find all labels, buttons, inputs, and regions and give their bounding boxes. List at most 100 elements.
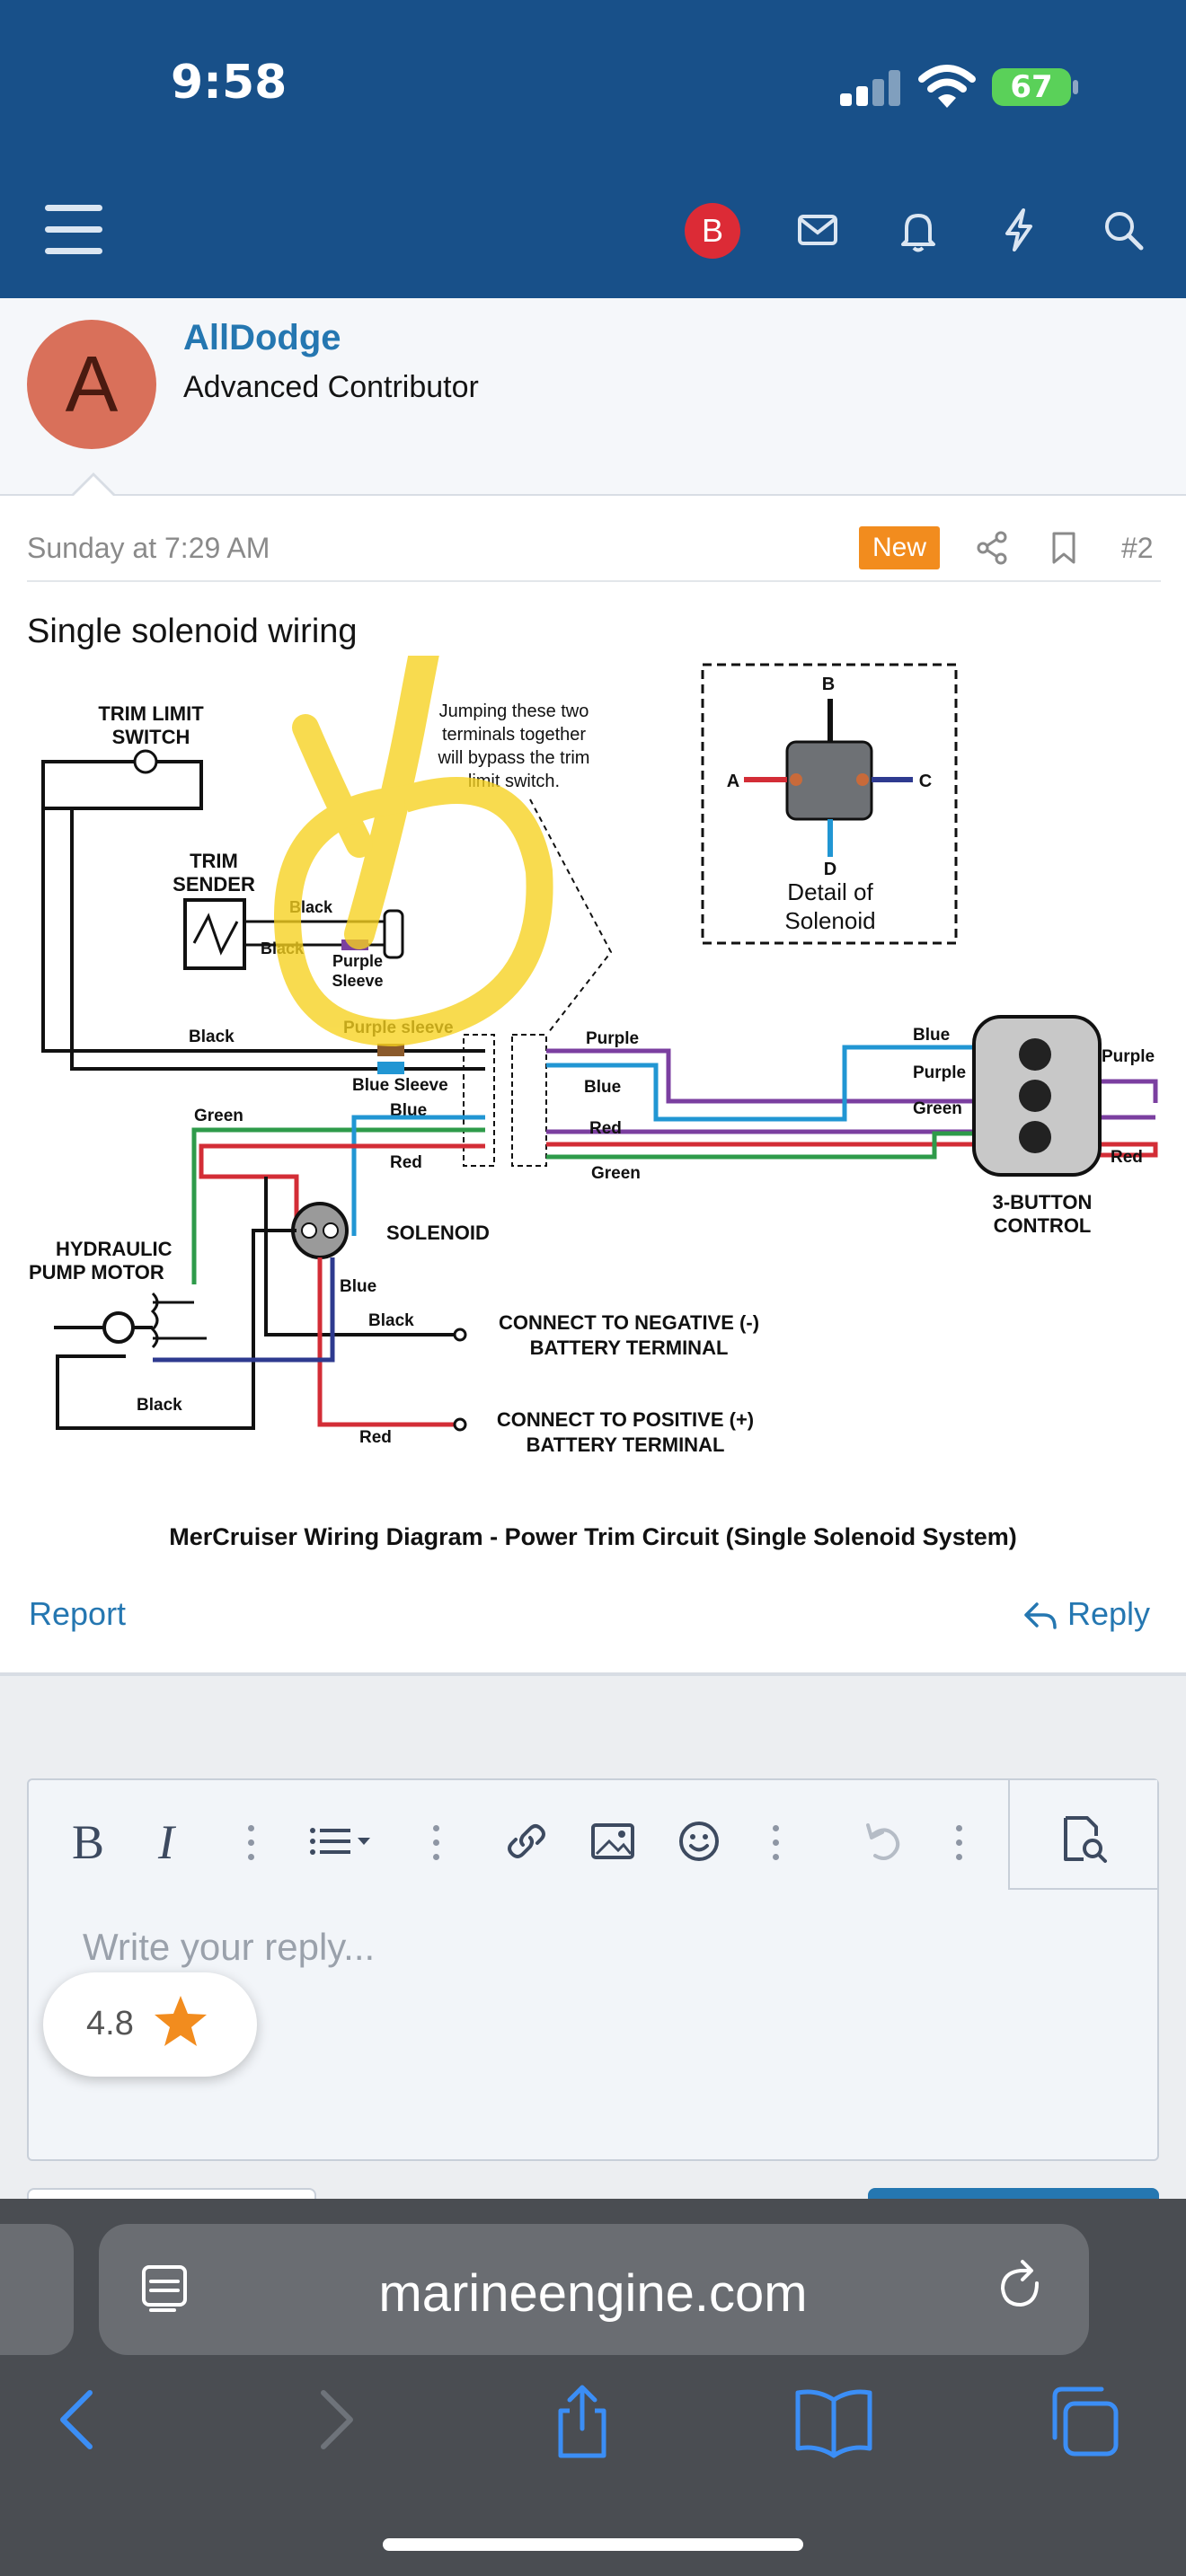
diagram-label: Green <box>194 1107 243 1125</box>
italic-button[interactable]: I <box>158 1815 174 1869</box>
diagram-label: Detail of <box>787 878 873 905</box>
signal-icon <box>840 70 901 106</box>
author-title: Advanced Contributor <box>183 370 479 404</box>
reader-mode-icon[interactable] <box>137 2258 196 2321</box>
preview-icon <box>1064 1816 1107 1863</box>
post-author-block: A AllDodge Advanced Contributor <box>0 298 1186 496</box>
diagram-label: terminals together <box>442 725 586 745</box>
rating-value: 4.8 <box>86 2005 134 2042</box>
wifi-icon <box>918 65 976 108</box>
meta-divider <box>27 580 1161 582</box>
diagram-label: 3-BUTTON <box>993 1191 1093 1213</box>
back-icon[interactable] <box>34 2380 120 2461</box>
reply-link[interactable]: Reply <box>1067 1595 1151 1632</box>
author-avatar[interactable]: A <box>27 320 156 449</box>
diagram-label: HYDRAULIC <box>56 1238 173 1260</box>
diagram-label: A <box>727 772 739 791</box>
author-pointer-inner <box>73 476 114 497</box>
diagram-label: Red <box>589 1119 622 1138</box>
bold-button[interactable]: B <box>72 1815 105 1869</box>
diagram-label: Red <box>359 1428 392 1447</box>
diagram-label: CONNECT TO POSITIVE (+) <box>497 1408 754 1431</box>
diagram-label: Green <box>913 1099 962 1118</box>
share-icon[interactable] <box>972 528 1012 568</box>
diagram-label: SWITCH <box>112 726 190 748</box>
image-icon[interactable] <box>586 1814 640 1868</box>
address-bar[interactable] <box>99 2224 1089 2355</box>
diagram-label: Purple <box>332 952 383 970</box>
diagram-label: will bypass the trim <box>438 748 590 768</box>
post-body-text: Single solenoid wiring <box>27 613 358 650</box>
bookmarks-icon[interactable] <box>791 2380 877 2461</box>
diagram-label: BATTERY TERMINAL <box>530 1337 729 1359</box>
menu-icon[interactable] <box>45 205 102 255</box>
report-link[interactable]: Report <box>29 1595 127 1632</box>
star-icon <box>155 1996 207 2046</box>
more-options-icon[interactable] <box>954 1823 963 1863</box>
diagram-label: Blue <box>584 1078 621 1097</box>
battery-cap <box>1073 80 1078 94</box>
more-options-icon[interactable] <box>771 1823 780 1863</box>
diagram-label: Purple <box>913 1063 966 1082</box>
rating-badge[interactable]: 4.8 <box>43 1972 257 2077</box>
diagram-label: Red <box>1111 1148 1143 1167</box>
preview-button[interactable] <box>1008 1780 1157 1890</box>
annotation-scribble <box>273 656 553 1047</box>
diagram-label: Green <box>591 1164 641 1183</box>
diagram-label: Black <box>137 1396 182 1415</box>
diagram-label: CONTROL <box>994 1214 1092 1237</box>
url-text[interactable]: marineengine.com <box>378 2264 808 2323</box>
diagram-label: B <box>822 675 835 694</box>
more-options-icon[interactable] <box>246 1823 255 1863</box>
diagram-label: Blue <box>913 1026 950 1045</box>
home-indicator <box>383 2538 803 2551</box>
diagram-label: SENDER <box>173 873 255 895</box>
diagram-label: BATTERY TERMINAL <box>527 1434 725 1456</box>
diagram-label: Black <box>368 1311 414 1330</box>
diagram-label: Purple <box>1102 1047 1155 1066</box>
diagram-caption: MerCruiser Wiring Diagram - Power Trim C… <box>169 1523 1016 1550</box>
more-options-icon[interactable] <box>431 1823 440 1863</box>
diagram-label: Purple <box>586 1029 639 1048</box>
diagram-label: Black <box>189 1028 235 1046</box>
forward-icon <box>321 2390 353 2449</box>
undo-icon[interactable] <box>855 1814 909 1868</box>
wiring-diagram-image[interactable]: TRIM LIMIT SWITCH Jumping these two term… <box>18 656 1168 1554</box>
diagram-label: CONNECT TO NEGATIVE (-) <box>499 1311 759 1334</box>
status-time: 9:58 <box>171 56 288 110</box>
reply-icon[interactable] <box>1022 1599 1058 1633</box>
diagram-label: TRIM <box>190 850 238 872</box>
link-icon[interactable] <box>500 1814 553 1868</box>
diagram-label: SOLENOID <box>386 1222 490 1244</box>
bell-icon[interactable] <box>891 203 945 257</box>
diagram-label: Blue Sleeve <box>352 1076 448 1095</box>
bookmark-icon[interactable] <box>1044 528 1084 568</box>
diagram-label: PUMP MOTOR <box>29 1261 164 1284</box>
user-avatar-badge[interactable]: B <box>685 203 740 259</box>
diagram-label: Sleeve <box>332 972 383 990</box>
post-divider <box>0 1672 1186 1676</box>
emoji-icon[interactable] <box>672 1814 726 1868</box>
new-badge: New <box>859 526 940 569</box>
bolt-icon[interactable] <box>992 203 1046 257</box>
previous-tab[interactable] <box>0 2224 74 2355</box>
diagram-label: Red <box>390 1153 422 1172</box>
diagram-label: Solenoid <box>784 907 875 934</box>
tabs-icon[interactable] <box>1042 2380 1128 2461</box>
diagram-label: Blue <box>340 1277 376 1296</box>
post-number[interactable]: #2 <box>1121 532 1154 564</box>
list-icon[interactable] <box>305 1814 383 1868</box>
diagram-label: D <box>824 860 836 879</box>
author-name[interactable]: AllDodge <box>183 318 341 357</box>
mail-icon[interactable] <box>791 203 845 257</box>
forum-header <box>0 0 1186 298</box>
battery-indicator: 67 <box>992 68 1071 106</box>
search-icon[interactable] <box>1096 203 1150 257</box>
post-date[interactable]: Sunday at 7:29 AM <box>27 532 270 564</box>
diagram-label: C <box>919 772 932 791</box>
share-icon[interactable] <box>539 2380 625 2461</box>
reply-input-placeholder[interactable]: Write your reply... <box>83 1926 376 1968</box>
diagram-label: TRIM LIMIT <box>98 702 204 725</box>
reload-icon[interactable] <box>994 2256 1051 2319</box>
